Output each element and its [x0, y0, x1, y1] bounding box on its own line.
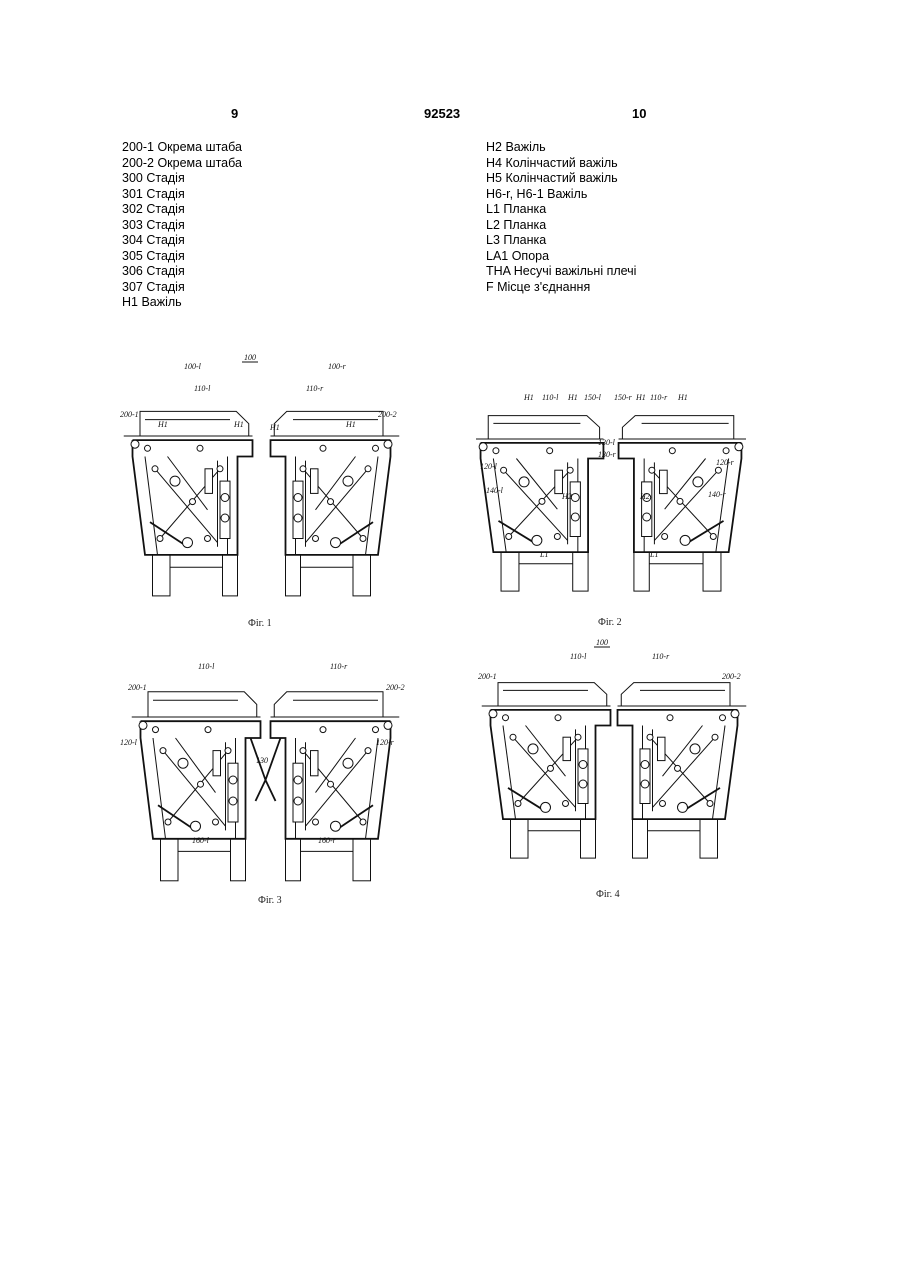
label: 100-l	[184, 362, 202, 371]
machine-left	[482, 683, 611, 859]
legend-item: THA Несучі важільні плечі	[486, 264, 636, 280]
label: 200-1	[478, 672, 497, 681]
label: 140-r	[708, 490, 727, 499]
legend-item: 300 Стадія	[122, 171, 242, 187]
label: 160-r	[318, 836, 337, 845]
figure-2-drawing: H1 110-l H1 150-l 150-r H1 110-r H1 120-…	[476, 385, 746, 600]
legend-item: L1 Планка	[486, 202, 636, 218]
label: L1	[649, 550, 658, 559]
legend-item: 305 Стадія	[122, 249, 242, 265]
machine-left	[132, 692, 266, 881]
label: 110-l	[194, 384, 211, 393]
label: 200-2	[378, 410, 397, 419]
label: 130	[256, 756, 268, 765]
legend-item: LA1 Опора	[486, 249, 636, 265]
legend-item: 302 Стадія	[122, 202, 242, 218]
legend-item: H4 Колінчастий важіль	[486, 156, 636, 172]
label: H1	[269, 423, 280, 432]
label: 200-2	[722, 672, 741, 681]
machine-left	[476, 416, 603, 591]
label: 200-2	[386, 683, 405, 692]
label: 130-l	[598, 438, 616, 447]
label: 110-l	[198, 662, 215, 671]
label: 110-r	[306, 384, 324, 393]
label: H1	[677, 393, 688, 402]
figure-4-drawing: 100 110-l 110-r 200-1 200-2	[470, 637, 760, 867]
figure-4: 100 110-l 110-r 200-1 200-2 Фіг. 4	[470, 637, 760, 867]
label: 150-r	[614, 393, 633, 402]
label: 110-r	[652, 652, 670, 661]
label: 100	[596, 638, 608, 647]
label: 100	[244, 353, 256, 362]
machine-right	[266, 692, 400, 881]
label: H1	[345, 420, 356, 429]
figure-caption: Фіг. 4	[596, 889, 620, 900]
figure-caption: Фіг. 2	[598, 617, 622, 628]
legend-item: F Місце з'єднання	[486, 280, 636, 296]
label: 120-r	[716, 458, 735, 467]
legend-item: 306 Стадія	[122, 264, 242, 280]
legend-left-column: 200-1 Окрема штаба 200-2 Окрема штаба 30…	[122, 140, 242, 311]
figure-3-drawing: 110-l 110-r 200-1 200-2 120-l 120-r 130 …	[118, 655, 408, 890]
label: 200-1	[128, 683, 147, 692]
label: 150-l	[584, 393, 602, 402]
label: 120-l	[120, 738, 138, 747]
figure-caption: Фіг. 1	[248, 618, 272, 629]
label: 110-l	[542, 393, 559, 402]
label: H1	[635, 393, 646, 402]
label: 100-r	[328, 362, 347, 371]
legend-item: L2 Планка	[486, 218, 636, 234]
figure-1: 100 100-l 100-r 110-l 110-r 200-1 200-2 …	[118, 350, 408, 600]
label: 120-r	[376, 738, 395, 747]
legend-item: H5 Колінчастий важіль	[486, 171, 636, 187]
figure-3: 110-l 110-r 200-1 200-2 120-l 120-r 130 …	[118, 655, 408, 890]
label: 110-l	[570, 652, 587, 661]
legend-item: 304 Стадія	[122, 233, 242, 249]
legend-item: L3 Планка	[486, 233, 636, 249]
label: 200-1	[120, 410, 139, 419]
legend-item: H1 Важіль	[122, 295, 242, 311]
label: H1	[567, 393, 578, 402]
machine-left	[124, 411, 253, 596]
machine-right	[618, 683, 747, 859]
label: H1	[157, 420, 168, 429]
label: 130-r	[598, 450, 617, 459]
label: 110-r	[650, 393, 668, 402]
legend-item: H6-r, H6-1 Важіль	[486, 187, 636, 203]
legend-item: 303 Стадія	[122, 218, 242, 234]
label: 160-l	[192, 836, 210, 845]
page-number-right: 10	[632, 106, 646, 121]
legend-item: 307 Стадія	[122, 280, 242, 296]
figure-1-drawing: 100 100-l 100-r 110-l 110-r 200-1 200-2 …	[118, 350, 408, 600]
label: L1	[539, 550, 548, 559]
page-number-left: 9	[231, 106, 238, 121]
label: 140-l	[486, 486, 504, 495]
figure-2: H1 110-l H1 150-l 150-r H1 110-r H1 120-…	[476, 385, 746, 600]
label: H2	[561, 492, 572, 501]
label: 110-r	[330, 662, 348, 671]
legend-item: 200-1 Окрема штаба	[122, 140, 242, 156]
legend-item: 200-2 Окрема штаба	[122, 156, 242, 172]
legend-item: H2 Важіль	[486, 140, 636, 156]
figure-caption: Фіг. 3	[258, 895, 282, 906]
legend-right-column: H2 Важіль H4 Колінчастий важіль H5 Колін…	[486, 140, 636, 295]
label: 120-l	[480, 462, 498, 471]
legend-item: 301 Стадія	[122, 187, 242, 203]
label: H1	[523, 393, 534, 402]
label: H2	[639, 492, 650, 501]
label: H1	[233, 420, 244, 429]
document-number: 92523	[424, 106, 460, 121]
machine-right	[619, 416, 746, 591]
machine-right	[271, 411, 400, 596]
